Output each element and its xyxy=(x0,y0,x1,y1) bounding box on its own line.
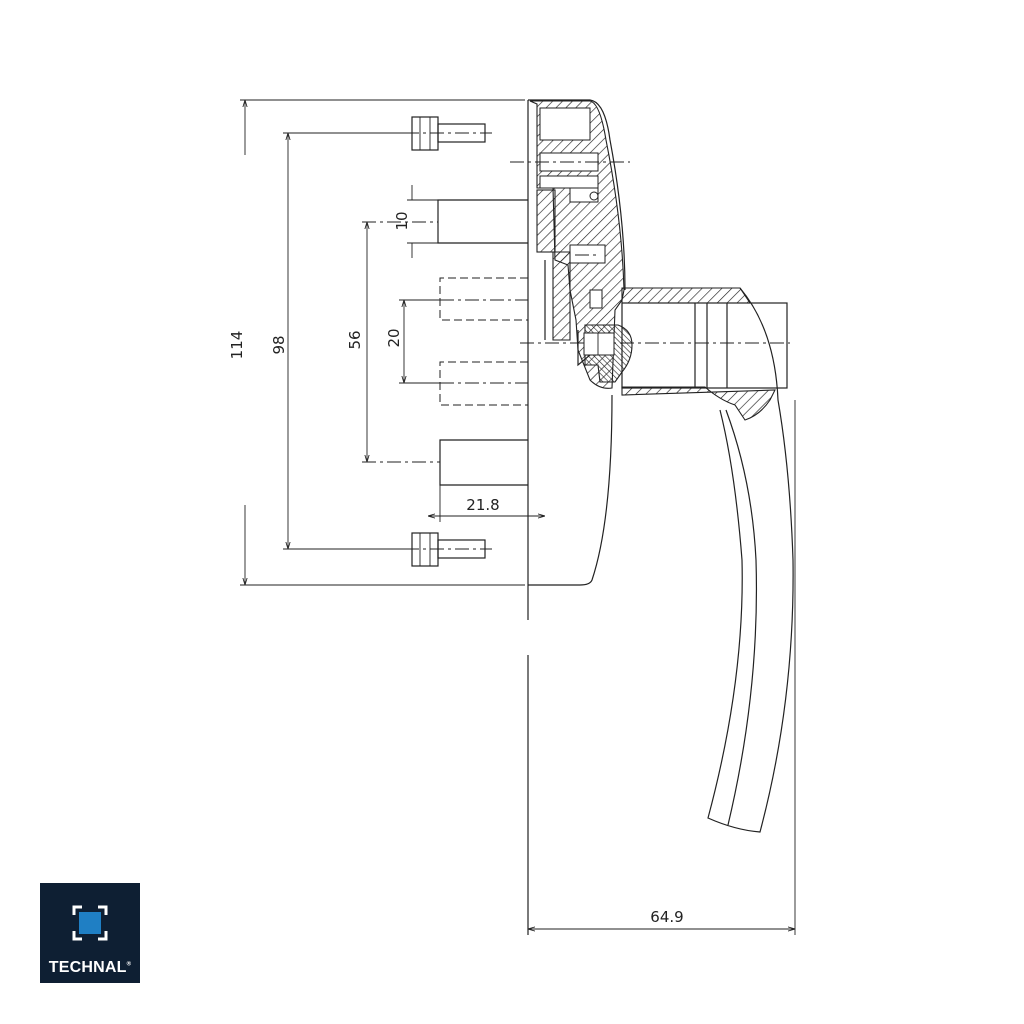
dimension-20: 20 xyxy=(385,300,404,383)
pin-top xyxy=(437,199,528,244)
lever-arm xyxy=(707,287,794,833)
dimension-56: 56 xyxy=(346,222,367,462)
technal-logo: TECHNAL® xyxy=(40,883,140,983)
dimension-10: 10 xyxy=(393,185,413,258)
dimension-98: 98 xyxy=(270,133,288,549)
logo-mark-icon xyxy=(72,905,108,941)
dimension-20-label: 20 xyxy=(385,328,403,347)
dimension-64-9: 64.9 xyxy=(528,908,795,929)
pin-hidden-2 xyxy=(439,361,528,406)
pin-bottom xyxy=(439,439,528,486)
dimension-21-8: 21.8 xyxy=(428,496,545,516)
dimension-114: 114 xyxy=(228,100,246,585)
dimension-21-8-label: 21.8 xyxy=(466,496,499,514)
dimension-56-label: 56 xyxy=(346,330,364,349)
extension-lines xyxy=(240,99,796,935)
logo-registered-mark: ® xyxy=(126,961,132,968)
dimension-98-label: 98 xyxy=(270,335,288,354)
screw-bottom xyxy=(405,532,492,567)
dimension-114-label: 114 xyxy=(228,331,246,360)
dimension-10-label: 10 xyxy=(393,211,411,230)
drive-housing xyxy=(520,287,790,421)
logo-text: TECHNAL xyxy=(48,959,127,976)
screw-top xyxy=(405,116,492,151)
rose-body xyxy=(528,99,626,586)
rose-section xyxy=(510,100,630,389)
dimension-64-9-label: 64.9 xyxy=(650,908,683,926)
pin-hidden-1 xyxy=(439,277,528,321)
